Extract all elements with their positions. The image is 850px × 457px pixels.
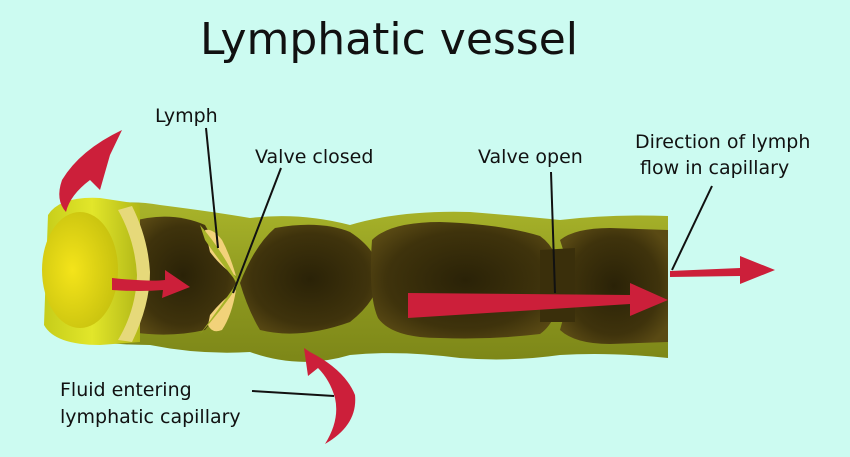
red-flow-arrow (112, 270, 190, 298)
curved-arrow (59, 130, 122, 212)
flow-arrows (59, 130, 775, 444)
leader-lines (205, 127, 713, 397)
closed-valve (200, 225, 238, 334)
label-direction-line2: flow in capillary (640, 157, 790, 179)
capillary-open-end (42, 197, 150, 345)
label-fluid-line2: lymphatic capillary (60, 406, 241, 428)
label-valve-closed: Valve closed (255, 146, 374, 168)
label-lymph: Lymph (155, 105, 218, 127)
label-direction-line1: Direction of lymph (635, 131, 811, 153)
label-valve-open: Valve open (478, 146, 583, 168)
diagram-title: Lymphatic vessel (199, 14, 579, 65)
curved-arrow (304, 348, 356, 444)
red-flow-arrow (670, 256, 775, 284)
label-fluid-line1: Fluid entering (60, 379, 192, 401)
red-flow-arrow (408, 283, 668, 318)
